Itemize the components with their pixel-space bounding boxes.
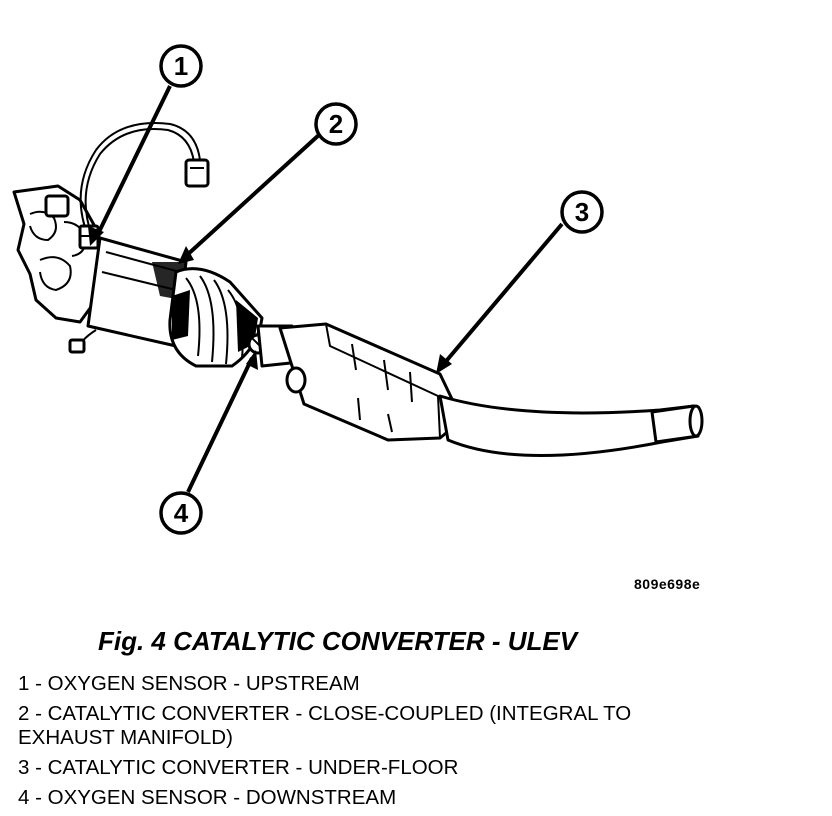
leader-line-2 [184, 132, 322, 258]
figure-caption: Fig. 4 CATALYTIC CONVERTER - ULEV [98, 626, 578, 656]
legend-item-2: 2 - CATALYTIC CONVERTER - CLOSE-COUPLED … [18, 702, 632, 749]
figure-image-id: 809e698e [634, 576, 701, 592]
callout-number-3: 3 [575, 197, 589, 227]
parts-legend: 1 - OXYGEN SENSOR - UPSTREAM 2 - CATALYT… [18, 672, 718, 816]
callout-1: 1 [159, 44, 203, 88]
leader-line-4 [186, 357, 254, 493]
leader-line-3 [440, 222, 564, 368]
flex-joint [168, 267, 264, 368]
upstream-sensor-wiring [79, 122, 210, 237]
callout-4: 4 [159, 491, 203, 535]
callout-number-2: 2 [329, 109, 343, 139]
legend-item-4: 4 - OXYGEN SENSOR - DOWNSTREAM [18, 786, 397, 809]
legend-item-3: 3 - CATALYTIC CONVERTER - UNDER-FLOOR [18, 756, 459, 779]
callout-2: 2 [314, 102, 358, 146]
tailpipe [438, 394, 704, 458]
legend-item-1: 1 - OXYGEN SENSOR - UPSTREAM [18, 672, 360, 695]
exhaust-system-illustration: 1 2 3 4 [12, 44, 704, 535]
callout-3: 3 [560, 190, 604, 234]
callout-number-1: 1 [174, 51, 188, 81]
under-floor-converter [278, 322, 464, 442]
callout-number-4: 4 [174, 498, 189, 528]
leader-line-1 [94, 85, 172, 239]
